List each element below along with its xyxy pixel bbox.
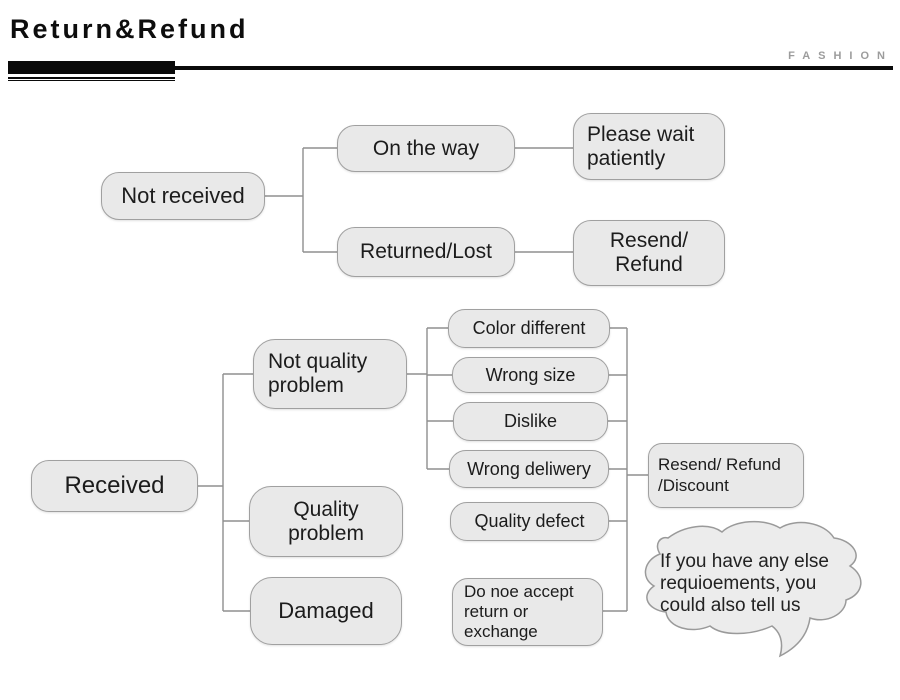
node-label: Dislike [503,411,557,432]
node-label-line: /Discount [658,475,729,495]
node-label-line: patiently [587,146,666,170]
node-not-received: Not received [101,172,265,220]
node-resend-refund-discount: Resend/ Refund /Discount [648,443,804,508]
node-received: Received [31,460,198,512]
page-title: Return&Refund [10,14,249,44]
node-label: Color different [472,318,586,339]
node-label: Wrong size [485,364,576,385]
node-label-line: Not quality [268,350,368,374]
bubble-line: requioements, you [660,572,817,594]
bubble-line: If you have any else [660,551,829,572]
node-label-line: Do noe accept [464,581,574,601]
header-rule [175,66,893,70]
node-label: Quality defect [474,511,585,532]
node-do-not-accept-return: Do noe accept return or exchange [452,578,603,646]
node-label-line: Resend/ Refund [658,455,781,475]
node-resend-refund: Resend/ Refund [573,220,725,286]
node-please-wait-patiently: Please wait patiently [573,113,725,180]
node-not-quality-problem: Not quality problem [253,339,407,409]
node-label: Damaged [278,597,374,623]
node-label-line: Please wait [587,122,695,146]
node-label: On the way [372,136,480,160]
node-label: Received [64,471,165,499]
node-quality-defect: Quality defect [450,502,609,541]
node-label: Not received [121,182,245,208]
brand-label: FASHION [788,50,893,62]
node-wrong-delivery: Wrong deliwery [449,450,609,488]
node-dislike: Dislike [453,402,608,441]
node-quality-problem: Quality problem [249,486,403,557]
node-label: Wrong deliwery [467,458,591,479]
node-color-different: Color different [448,309,610,348]
node-damaged: Damaged [250,577,402,645]
node-label-line: problem [268,374,344,397]
node-label-line: Refund [615,253,683,276]
title-underline-bar [8,61,175,74]
node-on-the-way: On the way [337,125,515,172]
node-label-line: problem [288,521,364,545]
node-label-line: Resend/ [609,229,689,253]
node-label-line: return or [464,601,529,621]
bubble-line: could also tell us [660,594,801,616]
node-returned-lost: Returned/Lost [337,227,515,277]
node-label-line: exchange [464,622,538,642]
node-wrong-size: Wrong size [452,357,609,393]
node-label: Returned/Lost [360,240,492,264]
title-underline-double [8,77,175,81]
node-label-line: Quality [293,497,359,521]
speech-bubble-text: If you have any else requioements, you c… [660,551,858,617]
